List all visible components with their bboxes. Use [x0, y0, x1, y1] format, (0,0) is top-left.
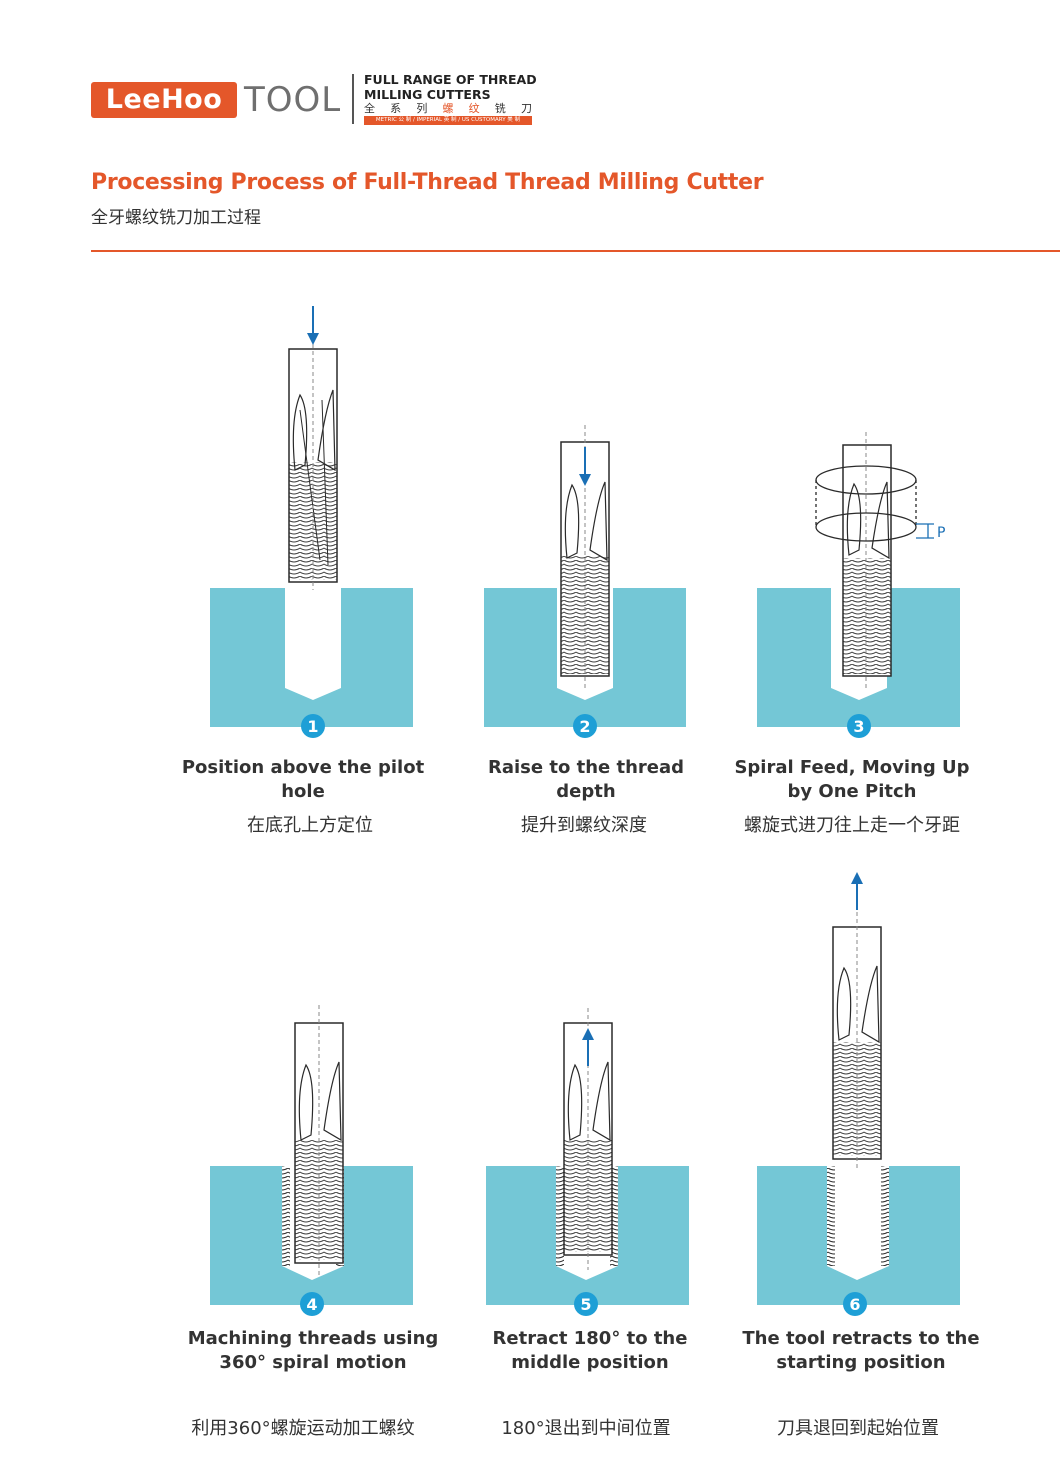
step-1-title-cn: 在底孔上方定位: [247, 815, 373, 836]
step-2-diagram: 2: [484, 425, 686, 738]
internal-thread: [610, 1166, 618, 1266]
internal-thread: [282, 1166, 290, 1266]
arrow-down-icon: [579, 447, 591, 486]
slogan-cn-char: 刀: [520, 102, 532, 115]
arrow-up-icon: [582, 1028, 594, 1066]
slogan-cn-char: 全: [364, 102, 375, 115]
title-divider: [91, 250, 1060, 252]
slogan-cn-char: 纹: [468, 102, 480, 115]
pitch-label: P: [937, 525, 945, 541]
step-badge: [301, 714, 325, 738]
page-title: Processing Process of Full-Thread Thread…: [91, 170, 764, 195]
step-1-diagram: 1: [210, 306, 413, 738]
milling-cutter: [832, 912, 882, 1170]
step-3-title-en: Spiral Feed, Moving Up by One Pitch: [734, 757, 970, 802]
brand-divider: [352, 74, 354, 124]
step-number: 4: [306, 1295, 317, 1314]
milling-cutter: [294, 1005, 344, 1275]
brand-logo: LeeHoo: [91, 82, 237, 118]
step-5-title-cn: 180°退出到中间位置: [501, 1418, 671, 1439]
internal-thread: [827, 1166, 835, 1266]
slogan-cn-char: 列: [416, 102, 428, 115]
step-4-diagram: 4: [210, 1005, 413, 1316]
slogan-units-bar: METRIC 公 制 / IMPERIAL 英 制 / US CUSTOMARY…: [364, 116, 532, 125]
internal-thread: [556, 1166, 564, 1266]
step-6-diagram: 6: [757, 872, 960, 1316]
step-badge: [843, 1292, 867, 1316]
workpiece: [210, 1166, 413, 1305]
step-5-diagram: 5: [486, 1008, 689, 1316]
workpiece: [210, 588, 413, 727]
step-5-title-en: Retract 180° to the middle position: [492, 1328, 688, 1373]
workpiece: [484, 588, 686, 727]
step-2-title-en: Raise to the thread depth: [487, 757, 685, 802]
arrow-up-icon: [851, 872, 863, 910]
step-4-title-cn: 利用360°螺旋运动加工螺纹: [191, 1418, 415, 1439]
step-number: 6: [849, 1295, 860, 1314]
step-6-title-cn: 刀具退回到起始位置: [777, 1418, 939, 1439]
workpiece: [757, 588, 960, 727]
step-number: 5: [580, 1295, 591, 1314]
page-subtitle-cn: 全牙螺纹铣刀加工过程: [91, 208, 261, 228]
step-badge: [300, 1292, 324, 1316]
brand-logo-suffix: TOOL: [244, 80, 342, 120]
spiral-path-icon: [815, 465, 934, 542]
arrow-down-icon: [307, 306, 319, 345]
slogan-cn-char: 螺: [442, 102, 454, 115]
step-3-diagram: P 3: [757, 432, 960, 738]
internal-thread: [881, 1166, 889, 1266]
milling-cutter: [288, 330, 338, 590]
step-badge: [847, 714, 871, 738]
workpiece: [757, 1166, 960, 1305]
step-6-title-en: The tool retracts to the starting positi…: [742, 1328, 980, 1373]
workpiece: [486, 1166, 689, 1305]
milling-cutter: [560, 425, 610, 690]
slogan-line-1: FULL RANGE OF THREAD: [364, 72, 537, 87]
step-4-title-en: Machining threads using 360° spiral moti…: [187, 1328, 439, 1373]
step-number: 2: [579, 717, 590, 736]
step-badge: [574, 1292, 598, 1316]
slogan-cn-char: 铣: [494, 102, 506, 115]
step-2-title-cn: 提升到螺纹深度: [521, 815, 647, 836]
slogan-cn-char: 系: [390, 102, 402, 115]
slogan-line-2: MILLING CUTTERS: [364, 87, 491, 102]
step-number: 3: [853, 717, 864, 736]
step-3-title-cn: 螺旋式进刀往上走一个牙距: [744, 815, 960, 836]
step-badge: [573, 714, 597, 738]
step-number: 1: [307, 717, 318, 736]
step-1-title-en: Position above the pilot hole: [181, 757, 425, 802]
slogan-chinese: 全 系 列 螺 纹 铣 刀: [364, 100, 532, 116]
milling-cutter: [842, 432, 892, 690]
